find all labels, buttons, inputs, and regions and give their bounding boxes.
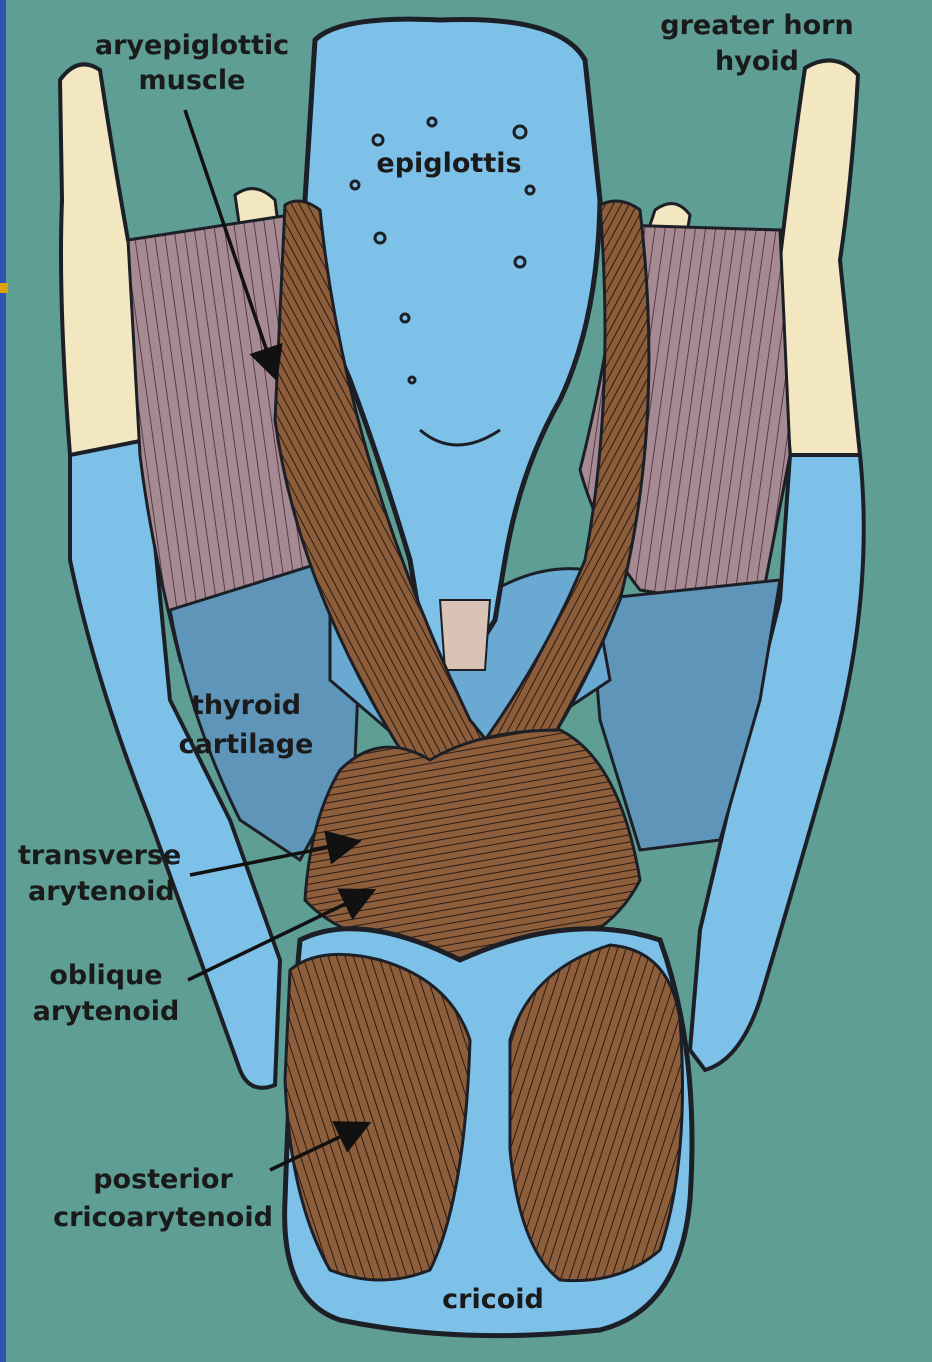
epiglottis-tip-fringe <box>440 600 490 670</box>
posterior-cricoarytenoid-left <box>285 954 470 1280</box>
label-transverse-line2: arytenoid <box>28 876 175 907</box>
label-aryepiglottic-line1: aryepiglottic <box>95 30 289 61</box>
posterior-cricoarytenoid-right <box>510 945 683 1281</box>
label-epiglottis: epiglottis <box>376 148 521 179</box>
label-oblique-line2: arytenoid <box>33 996 180 1027</box>
label-posterior-line2: cricoarytenoid <box>53 1202 273 1233</box>
label-oblique-line1: oblique <box>49 960 162 991</box>
label-greater-horn-line1: greater horn <box>660 10 853 41</box>
label-greater-horn-line2: hyoid <box>715 46 799 77</box>
transverse-arytenoid-muscle <box>305 730 640 960</box>
label-transverse-line1: transverse <box>18 840 181 871</box>
label-cricoid: cricoid <box>442 1284 544 1315</box>
label-posterior-line1: posterior <box>93 1164 233 1195</box>
label-thyroid-line2: cartilage <box>179 729 314 760</box>
frame-left-bar <box>0 0 6 1362</box>
frame-accent-mark <box>0 283 8 293</box>
label-thyroid-line1: thyroid <box>191 690 301 721</box>
label-aryepiglottic-line2: muscle <box>139 65 246 96</box>
